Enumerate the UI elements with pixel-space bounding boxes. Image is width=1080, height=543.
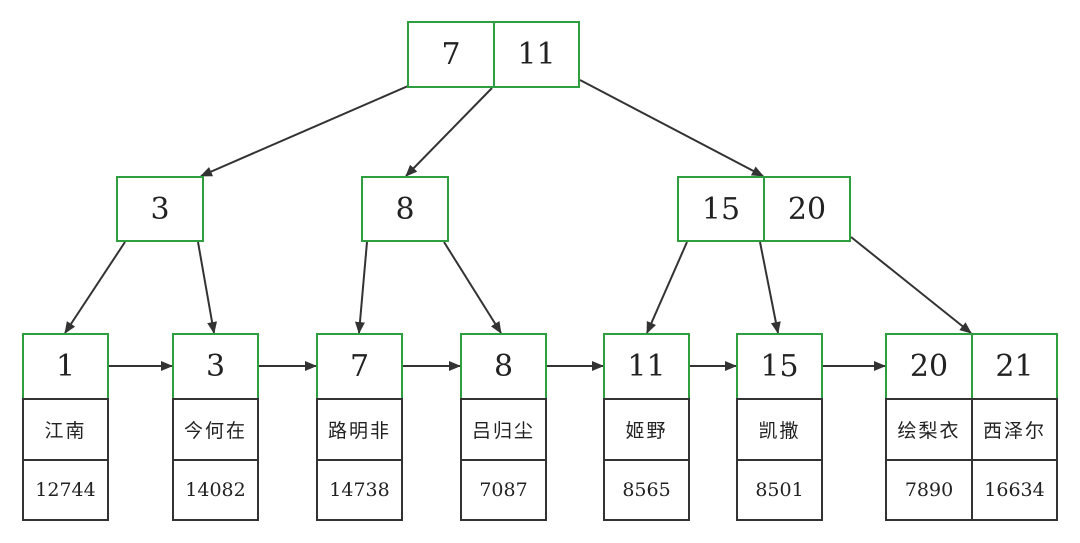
- leaf-7-value-1: 7890: [885, 459, 973, 521]
- internal-3-to-leaf-7-arrow: [850, 236, 972, 334]
- leaf-2-name: 今何在: [172, 398, 259, 461]
- internal-1-to-leaf-1-arrow: [64, 241, 126, 334]
- internal-node-3-key-2: 20: [763, 176, 851, 242]
- leaf-5-key: 11: [603, 333, 690, 400]
- leaf-7-key-1: 20: [885, 333, 973, 400]
- internal-3-to-leaf-6-arrow: [759, 241, 781, 334]
- root-to-internal-1-arrow: [200, 85, 409, 177]
- leaf-7-name-2: 西泽尔: [971, 398, 1058, 461]
- leaf-4-name: 吕归尘: [460, 398, 547, 461]
- internal-2-to-leaf-3-arrow: [354, 241, 368, 334]
- leaf-3-value: 14738: [316, 459, 403, 521]
- leaf-3-name: 路明非: [316, 398, 403, 461]
- leaf-4-value: 7087: [460, 459, 547, 521]
- leaf-2-value: 14082: [172, 459, 259, 521]
- internal-2-to-leaf-4-arrow: [443, 241, 502, 334]
- root-key-2: 11: [493, 21, 580, 88]
- root-key-1: 7: [407, 21, 495, 88]
- leaf-6-value: 8501: [736, 459, 823, 521]
- internal-1-to-leaf-2-arrow: [197, 241, 218, 334]
- internal-node-1-key-1: 3: [116, 176, 204, 242]
- root-to-internal-2-arrow: [405, 87, 493, 177]
- root-to-internal-3-arrow: [579, 79, 764, 177]
- leaf-7-value-2: 16634: [971, 459, 1058, 521]
- leaf-7-key-2: 21: [971, 333, 1058, 400]
- leaf-7-name-1: 绘梨衣: [885, 398, 973, 461]
- internal-node-3-key-1: 15: [677, 176, 765, 242]
- leaf-1-value: 12744: [22, 459, 109, 521]
- leaf-4-key: 8: [460, 333, 547, 400]
- leaf-1-key: 1: [22, 333, 109, 400]
- leaf-3-key: 7: [316, 333, 403, 400]
- leaf-5-value: 8565: [603, 459, 690, 521]
- leaf-6-name: 凯撒: [736, 398, 823, 461]
- leaf-5-name: 姬野: [603, 398, 690, 461]
- internal-3-to-leaf-5-arrow: [646, 241, 688, 334]
- leaf-6-key: 15: [736, 333, 823, 400]
- leaf-1-name: 江南: [22, 398, 109, 461]
- internal-node-2-key-1: 8: [361, 176, 449, 242]
- leaf-2-key: 3: [172, 333, 259, 400]
